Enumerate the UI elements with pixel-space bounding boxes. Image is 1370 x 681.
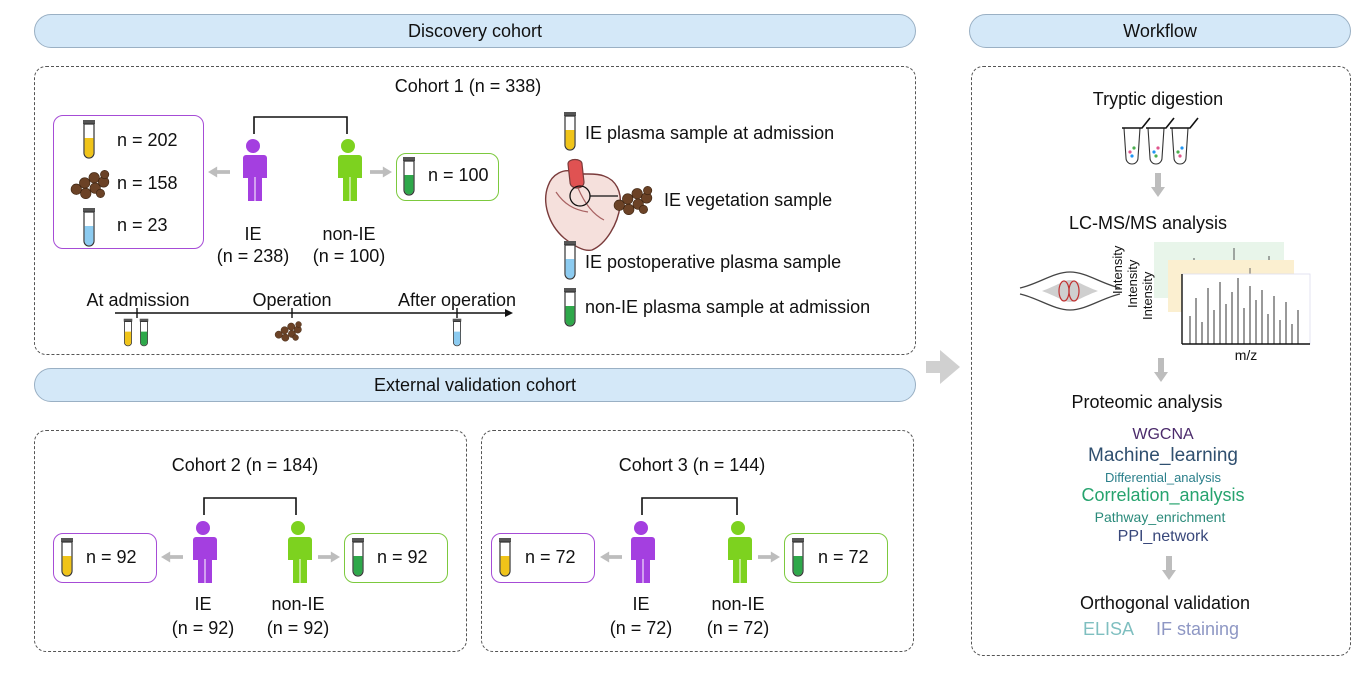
validation-if-staining: IF staining xyxy=(1156,619,1240,639)
cohort1-sample-count-vegetation: n = 158 xyxy=(117,173,178,193)
cohort2-ie-count: (n = 92) xyxy=(171,618,235,638)
cohort1-title: Cohort 1 (n = 338) xyxy=(394,76,542,96)
legend-vegetation-icon xyxy=(613,184,655,216)
cohort3-ie-sample-count: n = 72 xyxy=(525,547,576,567)
vegetation-icon xyxy=(70,168,112,200)
legend-ie-vegetation: IE vegetation sample xyxy=(664,190,833,210)
cohort3-ie-label: IE xyxy=(632,594,650,614)
mass-spectrometer-icon xyxy=(1019,271,1121,311)
timeline-green-tube-icon xyxy=(139,318,149,348)
nonie-person-icon xyxy=(333,134,363,206)
cohort2-ie-person-icon xyxy=(188,516,218,588)
timeline-label-after-operation: After operation xyxy=(397,290,517,310)
legend-green-tube-icon xyxy=(563,288,577,328)
cohort2-nonie-count: (n = 92) xyxy=(266,618,330,638)
digestion-tubes-icon xyxy=(1122,117,1199,165)
spectra-axis-y-3: Intensity xyxy=(1140,271,1155,320)
cohort2-nonie-person-icon xyxy=(283,516,313,588)
external-validation-title: External validation cohort xyxy=(373,374,577,395)
legend-nonie-plasma-admission: non-IE plasma sample at admission xyxy=(585,297,871,317)
cohort2-nonie-sample-count: n = 92 xyxy=(377,547,428,567)
timeline-yellow-tube-icon xyxy=(123,318,133,348)
cohort2-arrow-right-icon xyxy=(318,551,340,563)
cohort2-green-tube-icon xyxy=(351,538,365,578)
cohort1-panel xyxy=(34,66,916,355)
cohort3-ie-count: (n = 72) xyxy=(609,618,673,638)
arrow-down-icon-1 xyxy=(1151,173,1165,197)
cohort3-ie-person-icon xyxy=(626,516,656,588)
legend-yellow-tube-icon xyxy=(563,112,577,152)
timeline-label-admission: At admission xyxy=(86,290,190,310)
cohort2-title: Cohort 2 (n = 184) xyxy=(171,455,319,475)
cohort3-yellow-tube-icon xyxy=(498,538,512,578)
arrow-down-icon-3 xyxy=(1162,556,1176,580)
cohort2-nonie-label: non-IE xyxy=(271,594,325,614)
blue-tube-icon xyxy=(82,208,96,248)
discovery-cohort-title: Discovery cohort xyxy=(407,20,543,41)
heart-icon xyxy=(545,158,622,252)
to-workflow-arrow-icon xyxy=(926,350,960,384)
cohort3-arrow-left-icon xyxy=(600,551,622,563)
cohort1-ie-count: (n = 238) xyxy=(216,246,290,266)
arrow-right-icon xyxy=(370,166,392,178)
ie-person-icon xyxy=(238,134,268,206)
cohort1-nonie-sample-count: n = 100 xyxy=(428,165,489,185)
workflow-header: Workflow xyxy=(969,14,1351,48)
spectra-plot-icon xyxy=(1154,242,1311,345)
cohort3-panel xyxy=(481,430,914,652)
spectra-axis-x: m/z xyxy=(1234,347,1258,363)
cohort2-group-bracket xyxy=(203,497,297,515)
workflow-title: Workflow xyxy=(1123,20,1197,41)
timeline-vegetation-icon xyxy=(274,320,304,342)
cohort1-ie-label: IE xyxy=(244,224,262,244)
yellow-tube-icon xyxy=(82,120,96,160)
analysis-pathway-enrichment: Pathway_enrichment xyxy=(1094,509,1226,525)
cohort3-nonie-person-icon xyxy=(723,516,753,588)
cohort2-panel xyxy=(34,430,467,652)
analysis-ppi-network: PPI_network xyxy=(1117,528,1209,545)
cohort1-sample-count-plasma: n = 202 xyxy=(117,130,178,150)
cohort1-ie-sample-box xyxy=(53,115,204,249)
timeline-axis xyxy=(115,308,513,318)
spectra-axis-y-1: Intensity xyxy=(1110,245,1125,294)
analysis-differential: Differential_analysis xyxy=(1104,470,1222,485)
cohort2-arrow-left-icon xyxy=(161,551,183,563)
spectra-axis-y-2: Intensity xyxy=(1125,259,1140,308)
cohort3-title: Cohort 3 (n = 144) xyxy=(618,455,766,475)
analysis-machine-learning: Machine_learning xyxy=(1088,445,1238,466)
analysis-wgcna: WGCNA xyxy=(1132,426,1194,443)
legend-blue-tube-icon xyxy=(563,241,577,281)
cohort2-ie-label: IE xyxy=(194,594,212,614)
cohort1-nonie-count: (n = 100) xyxy=(312,246,386,266)
cohort2-yellow-tube-icon xyxy=(60,538,74,578)
cohort3-nonie-sample-count: n = 72 xyxy=(818,547,869,567)
cohort3-arrow-right-icon xyxy=(758,551,780,563)
timeline-blue-tube-icon xyxy=(452,318,462,348)
legend-ie-postoperative-plasma: IE postoperative plasma sample xyxy=(585,252,842,272)
analysis-correlation: Correlation_analysis xyxy=(1081,485,1245,505)
arrow-left-icon xyxy=(208,166,230,178)
group-bracket xyxy=(253,116,348,134)
workflow-step-lcms: LC-MS/MS analysis xyxy=(1068,213,1228,233)
cohort3-nonie-label: non-IE xyxy=(711,594,765,614)
timeline-label-operation: Operation xyxy=(252,290,332,310)
cohort3-group-bracket xyxy=(641,497,738,515)
workflow-panel xyxy=(971,66,1351,656)
cohort3-nonie-count: (n = 72) xyxy=(706,618,770,638)
workflow-step-tryptic-digestion: Tryptic digestion xyxy=(1092,89,1224,109)
validation-elisa: ELISA xyxy=(1083,619,1135,639)
cohort3-green-tube-icon xyxy=(791,538,805,578)
cohort2-ie-sample-count: n = 92 xyxy=(86,547,137,567)
external-validation-header: External validation cohort xyxy=(34,368,916,402)
discovery-cohort-header: Discovery cohort xyxy=(34,14,916,48)
workflow-step-proteomic-analysis: Proteomic analysis xyxy=(1071,392,1223,412)
arrow-down-icon-2 xyxy=(1154,358,1168,382)
legend-ie-plasma-admission: IE plasma sample at admission xyxy=(585,123,835,143)
cohort1-sample-count-postoperative: n = 23 xyxy=(117,215,168,235)
cohort1-nonie-label: non-IE xyxy=(322,224,376,244)
workflow-step-orthogonal-validation: Orthogonal validation xyxy=(1079,593,1251,613)
green-tube-icon xyxy=(402,157,416,197)
